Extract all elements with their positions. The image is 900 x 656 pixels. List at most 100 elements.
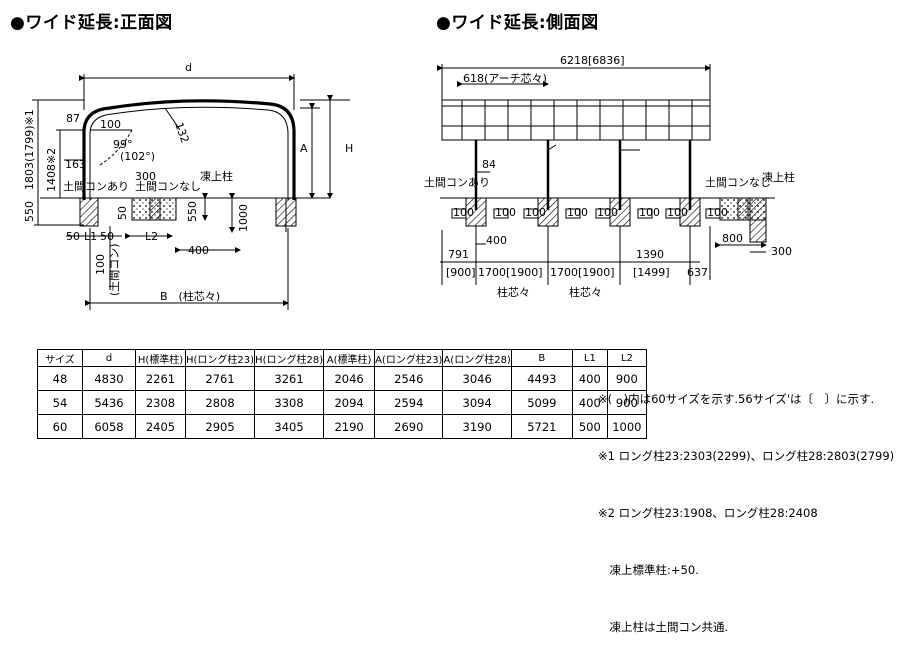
table-header: A(ロング柱28) (442, 349, 512, 367)
side-84-label: 84 (482, 158, 496, 171)
front-label-tou: 凍上柱 (200, 169, 233, 183)
table-header-row: サイズ d H(標準柱) H(ロング柱23) H(ロング柱28) A(標準柱) … (37, 349, 647, 367)
table-header: A(標準柱) (323, 349, 376, 367)
table-cell: 3094 (442, 390, 512, 415)
gravel-size-label: 100 (567, 206, 588, 219)
table-cell: 2261 (135, 366, 186, 391)
side-400-label: 400 (486, 234, 507, 247)
front-A-label: A (300, 142, 308, 155)
table-header: H(ロング柱28) (254, 349, 325, 367)
table-row: 48 4830 2261 2761 3261 2046 2546 3046 44… (37, 366, 647, 391)
front-50c-label: 50 (100, 230, 114, 243)
note-line: ※1 ロング柱23:2303(2299)、ロング柱28:2803(2799) (598, 449, 895, 463)
side-view (437, 64, 775, 285)
side-arch-label: 618(アーチ芯々) (463, 71, 547, 85)
front-label-nashi: 土間コンなし (135, 180, 201, 193)
gravel-size-label: 100 (495, 206, 516, 219)
side-pitch2-label: 柱芯々 (569, 285, 602, 299)
table-cell: 2046 (323, 366, 376, 391)
front-L1-label: L1 (84, 230, 97, 243)
table-cell: 500 (571, 414, 608, 439)
gravel-size-label: 100 (639, 206, 660, 219)
notes: ※( )内は60サイズを示す.56サイズ'は〔 〕に示す. ※1 ロング柱23:… (598, 352, 894, 656)
table-cell: 5436 (82, 390, 136, 415)
front-50b-label: 50 (66, 230, 80, 243)
side-791-label: 791 (448, 248, 469, 261)
front-concrete-label: (土間コン) (108, 243, 121, 296)
side-1700b-label: 1700[1900] (550, 266, 615, 279)
side-1390-label: 1390 (636, 248, 664, 261)
side-view-title: ●ワイド延長:側面図 (436, 13, 599, 33)
table-cell: 2308 (135, 390, 186, 415)
side-pitch1-label: 柱芯々 (497, 285, 530, 299)
note-line: ※2 ロング柱23:1908、ロング柱28:2408 (598, 506, 818, 520)
side-roof (441, 99, 711, 141)
side-total-label: 6218[6836] (560, 54, 625, 67)
side-1700a-label: 1700[1900] (478, 266, 543, 279)
table-cell: 3308 (254, 390, 325, 415)
side-800-label: 800 (722, 232, 743, 245)
front-300-label: 300 (135, 170, 156, 183)
size-table: サイズ d H(標準柱) H(ロング柱23) H(ロング柱28) A(標準柱) … (37, 349, 647, 439)
front-B-label: B (柱芯々) (160, 289, 220, 303)
table-header: H(ロング柱23) (184, 349, 256, 367)
table-cell: 4830 (82, 366, 136, 391)
front-132-label: 132 (172, 121, 191, 145)
side-view-labels: 6218[6836] 618(アーチ芯々) 84 土間コンあり 土間コンなし 凍… (424, 54, 795, 299)
gravel-size-label: 100 (707, 206, 728, 219)
table-cell: 3046 (442, 366, 512, 391)
table-cell: 6058 (82, 414, 136, 439)
table-header: B (510, 349, 573, 367)
table-cell: 2190 (323, 414, 376, 439)
front-550-label: 550 (23, 201, 36, 222)
front-1000-label: 1000 (237, 204, 250, 232)
table-cell: 1000 (606, 414, 647, 439)
table-cell: 3190 (442, 414, 512, 439)
front-H-label: H (345, 142, 353, 155)
table-cell: 400 (571, 366, 608, 391)
table-cell: 2690 (374, 414, 444, 439)
table-cell: 48 (37, 366, 83, 391)
front-view (32, 74, 350, 310)
table-cell: 54 (37, 390, 83, 415)
table-header: サイズ (37, 349, 83, 367)
front-d-label: d (185, 61, 192, 74)
table-cell: 2808 (184, 390, 256, 415)
front-1803-label: 1803(1799)※1 (23, 109, 36, 190)
gravel-size-label: 100 (525, 206, 546, 219)
table-cell: 2594 (374, 390, 444, 415)
front-view-title: ●ワイド延長:正面図 (10, 13, 173, 33)
side-gravel-markers (451, 208, 721, 219)
table-cell: 2094 (323, 390, 376, 415)
front-400-label: 400 (188, 244, 209, 257)
table-row: 54 5436 2308 2808 3308 2094 2594 3094 50… (37, 390, 647, 415)
front-102-label: (102°) (120, 150, 155, 163)
table-cell: 60 (37, 414, 83, 439)
front-label-ari: 土間コンあり (63, 180, 129, 193)
front-foundation-left (79, 197, 99, 227)
table-cell: 3261 (254, 366, 325, 391)
side-637-label: 637 (687, 266, 708, 279)
front-view-labels: d H A 1803(1799)※1 1408※2 550 87 163 100… (23, 61, 353, 303)
front-1408-label: 1408※2 (45, 148, 58, 192)
front-550b-label: 550 (186, 201, 199, 222)
front-99-label: 99° (113, 138, 133, 151)
gravel-size-label: 100 (453, 206, 474, 219)
side-900-label: [900] (446, 266, 476, 279)
table-row: 60 6058 2405 2905 3405 2190 2690 3190 57… (37, 414, 647, 439)
front-50a-label: 50 (116, 206, 129, 220)
table-header: A(ロング柱23) (374, 349, 444, 367)
side-300-label: 300 (771, 245, 792, 258)
table-cell: 2761 (184, 366, 256, 391)
table-cell: 2405 (135, 414, 186, 439)
side-gravel-labels: 100 100 100 100 100 100 100 100 (453, 206, 728, 219)
front-163-label: 163 (65, 158, 86, 171)
front-roof-arch (82, 99, 296, 200)
front-87-label: 87 (66, 112, 80, 125)
table-header: H(標準柱) (135, 349, 186, 367)
table-cell: 5721 (510, 414, 573, 439)
table-cell: 4493 (510, 366, 573, 391)
note-line: 凍上柱は土間コン共通. (598, 620, 729, 634)
table-cell: 5099 (510, 390, 573, 415)
side-label-ari: 土間コンあり (424, 176, 490, 189)
